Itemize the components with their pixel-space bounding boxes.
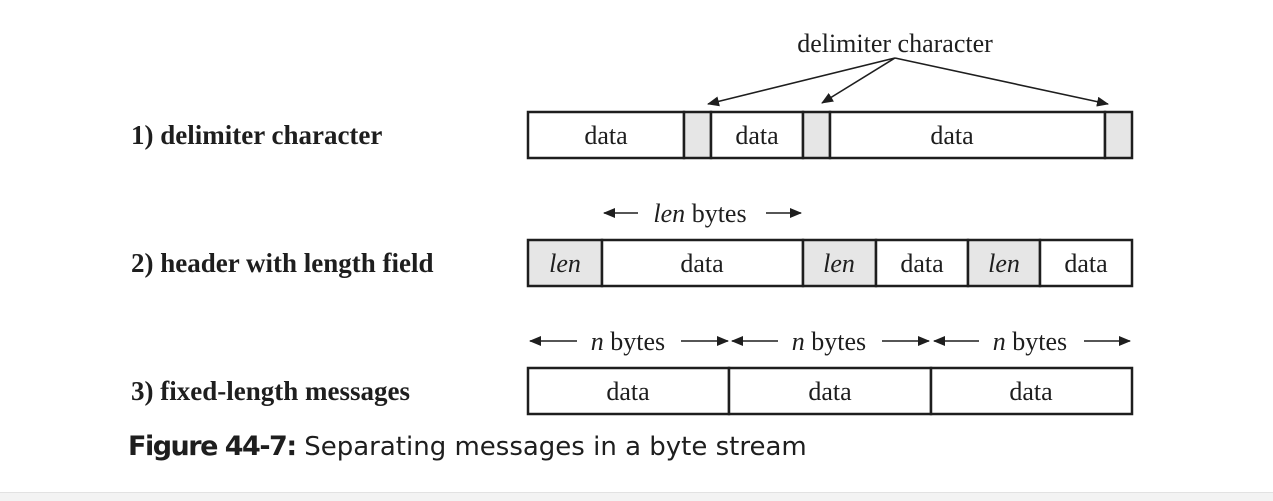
row-header-boxes: len data len data len data (526, 238, 1134, 288)
cell-text: data (584, 121, 628, 150)
row-label-header-length: 2) header with length field (131, 248, 434, 278)
cell-text: len (988, 249, 1020, 278)
delimiter-cell (682, 110, 713, 160)
data-cell (874, 238, 970, 288)
bottom-scrollbar-area (0, 492, 1273, 501)
len-cell (526, 238, 604, 288)
cell-text: data (735, 121, 779, 150)
n-bytes-annotation-1: n bytes (529, 327, 729, 356)
arrow-to-second-delimiter (821, 57, 896, 104)
row-fixed-boxes: data data data (526, 366, 1134, 416)
cell-text: data (808, 377, 852, 406)
n-bytes-label: n bytes (792, 327, 866, 356)
figure-number: Figure 44-7: (128, 431, 297, 462)
cell-text: data (1064, 249, 1108, 278)
delimiter-cell (1103, 110, 1134, 160)
n-bytes-annotations: n bytes n bytes n bytes (529, 327, 1131, 356)
n-bytes-label: n bytes (993, 327, 1067, 356)
row-label-delimiter: 1) delimiter character (131, 120, 382, 150)
n-var: n (591, 327, 604, 356)
data-cell (929, 366, 1134, 416)
figure-caption: Figure 44-7: Separating messages in a by… (128, 431, 807, 462)
figure-caption-text: Separating messages in a byte stream (304, 432, 807, 462)
delimiter-cell (801, 110, 832, 160)
n-bytes-annotation-3: n bytes (933, 327, 1131, 356)
data-cell (727, 366, 933, 416)
row-delimiter-boxes: data data data (526, 110, 1134, 160)
n-unit: bytes (811, 327, 866, 356)
cell-text: data (606, 377, 650, 406)
cell-text: data (930, 121, 974, 150)
len-unit-text: bytes (692, 199, 747, 228)
len-cell (966, 238, 1042, 288)
data-cell (526, 110, 686, 160)
cell-text: data (900, 249, 944, 278)
n-var: n (792, 327, 805, 356)
n-var: n (993, 327, 1006, 356)
row-label-fixed-length: 3) fixed-length messages (131, 376, 410, 406)
cell-text: data (680, 249, 724, 278)
len-bytes-label: len bytes (653, 199, 746, 228)
n-unit: bytes (1012, 327, 1067, 356)
delimiter-annotation: delimiter character (797, 29, 993, 58)
n-bytes-label: n bytes (591, 327, 665, 356)
len-var: len (653, 199, 685, 228)
cell-text: data (1009, 377, 1053, 406)
arrow-to-first-delimiter (707, 57, 896, 107)
cell-text: len (823, 249, 855, 278)
data-cell (709, 110, 805, 160)
delimiter-pointer-arrows (707, 57, 1109, 107)
cell-text: len (549, 249, 581, 278)
n-bytes-annotation-2: n bytes (731, 327, 930, 356)
arrow-to-third-delimiter (894, 57, 1109, 107)
len-cell (801, 238, 878, 288)
n-unit: bytes (610, 327, 665, 356)
data-cell (828, 110, 1107, 160)
len-bytes-annotation: len bytes (603, 199, 802, 228)
data-cell (1038, 238, 1134, 288)
